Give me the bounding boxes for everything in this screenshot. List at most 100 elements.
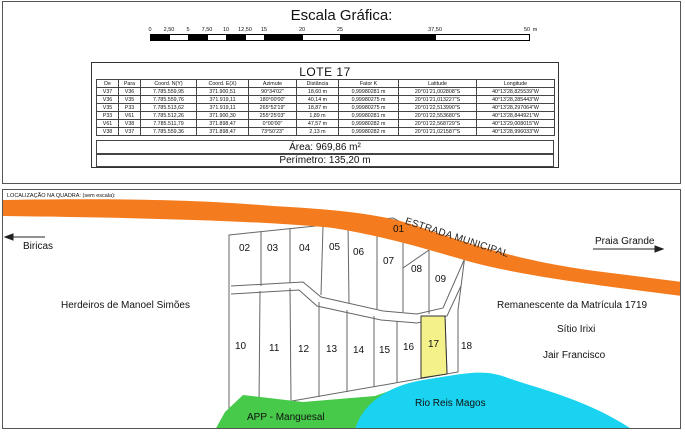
table-cell: 90°34'02" [248, 87, 297, 96]
table-cell: 2,13 m [296, 127, 339, 136]
table-header-row: De Para Coord. N(Y) Coord. E(X) Azimute … [96, 79, 555, 88]
scale-and-table-panel: Escala Gráfica: 0 2,50 5 7,50 10 12,50 1… [2, 1, 681, 184]
table-cell: V61 [118, 111, 141, 120]
lot-label: 09 [435, 274, 447, 285]
lot-table-box: LOTE 17 De Para Coord. N(Y) Coord. E(X) … [91, 62, 559, 168]
river-area [355, 372, 630, 428]
table-cell: 20°01'22,513990"S [398, 103, 477, 112]
table-cell: 40°13'28,844921"W [476, 111, 555, 120]
table-cell: 7.785.559,76 [140, 95, 197, 104]
scale-tick: 10 [222, 27, 230, 33]
lot-label: 03 [267, 243, 279, 254]
table-cell: 0,99980282 m [338, 127, 399, 136]
table-cell: V61 [96, 119, 119, 128]
table-cell: 40°13'29,008015"W [476, 119, 555, 128]
table-cell: 47,57 m [296, 119, 339, 128]
table-cell: 0,99980282 m [338, 119, 399, 128]
east-destination-label: Praia Grande [595, 236, 655, 247]
table-cell: 0°00'00" [248, 119, 297, 128]
table-cell: 0,99980281 m [338, 111, 399, 120]
col-header: Coord. N(Y) [140, 79, 197, 88]
neighbor-remnant-label: Remanescente da Matrícula 1719 [497, 300, 648, 311]
table-cell: 20°01'21,002808"S [398, 87, 477, 96]
table-cell: 7.785.559,36 [140, 127, 197, 136]
table-cell: 180°00'00" [248, 95, 297, 104]
table-cell: V38 [118, 119, 141, 128]
table-cell: V38 [96, 127, 119, 136]
table-cell: 18,60 m [296, 87, 339, 96]
app-area [216, 386, 403, 428]
municipal-road [3, 199, 680, 296]
table-cell: 371.919,11 [196, 95, 249, 104]
table-cell: 73°50'23" [248, 127, 297, 136]
table-cell: 0,99980275 m [338, 103, 399, 112]
table-cell: 18,87 m [296, 103, 339, 112]
lot-boundaries [228, 217, 466, 413]
lot-label: 14 [353, 345, 365, 356]
table-cell: 1,89 m [296, 111, 339, 120]
table-cell: 371.898,47 [196, 127, 249, 136]
scale-title: Escala Gráfica: [290, 7, 393, 24]
lot-label: 12 [298, 344, 310, 355]
river-label: Rio Reis Magos [415, 398, 486, 409]
lot-label: 04 [299, 243, 311, 254]
lot-title: LOTE 17 [299, 65, 351, 79]
lot-label: 11 [269, 343, 280, 354]
neighbor-sitio-label: Sítio Irixi [557, 324, 596, 335]
scale-tick: 15 [260, 27, 268, 33]
lot-label: 08 [411, 264, 423, 275]
scale-unit: m [532, 27, 538, 33]
col-header: Coord. E(X) [196, 79, 249, 88]
scale-tick: 12,50 [238, 27, 252, 33]
lot-label: 06 [353, 247, 365, 258]
lot-label: 01 [393, 224, 405, 235]
table-cell: 7.785.513,62 [140, 103, 197, 112]
table-cell: 40,14 m [296, 95, 339, 104]
table-cell: 7.785.511,79 [140, 119, 197, 128]
table-cell: 20°01'22,553680"S [398, 111, 477, 120]
scale-tick: 37,50 [428, 27, 442, 33]
table-cell: V35 [96, 103, 119, 112]
table-cell: 371.898,47 [196, 119, 249, 128]
scale-tick: 50 [523, 27, 531, 33]
col-header: Distância [296, 79, 339, 88]
app-label: APP - Manguesal [247, 412, 325, 423]
location-map-panel: LOCALIZAÇÃO NA QUADRA: (sem escala): EST… [2, 189, 681, 429]
table-cell: P33 [118, 103, 141, 112]
scale-tick: 2,50 [163, 27, 175, 33]
col-header: Para [118, 79, 141, 88]
table-cell: V36 [96, 95, 119, 104]
table-cell: 40°13'28,285443"W [476, 95, 555, 104]
lot-label: 02 [239, 243, 251, 254]
table-cell: 255°25'03" [248, 111, 297, 120]
area-value: Área: 969,86 m² [96, 140, 554, 154]
arrow-icon [3, 233, 665, 253]
west-destination-label: Biricas [23, 241, 54, 252]
table-cell: 0,99980281 m [338, 87, 399, 96]
location-title: LOCALIZAÇÃO NA QUADRA: (sem escala): [7, 193, 116, 199]
table-cell: 40°13'28,297064"W [476, 103, 555, 112]
neighbor-jair-label: Jair Francisco [543, 350, 606, 361]
coordinates-table: De Para Coord. N(Y) Coord. E(X) Azimute … [96, 79, 555, 136]
table-cell: 265°52'19" [248, 103, 297, 112]
table-cell: 7.785.512,26 [140, 111, 197, 120]
lot-label-highlight: 17 [428, 339, 440, 350]
table-cell: V37 [96, 87, 119, 96]
table-cell: 7.785.559,95 [140, 87, 197, 96]
scale-tick: 5 [186, 27, 190, 33]
table-cell: 40°13'28,825539"W [476, 87, 555, 96]
lot-label: 16 [403, 342, 415, 353]
lot-label: 13 [326, 344, 338, 355]
table-cell: 371.919,11 [196, 103, 249, 112]
highlight-lot-17 [420, 315, 448, 379]
perimeter-value: Perímetro: 135,20 m [96, 154, 554, 167]
table-cell: V36 [118, 87, 141, 96]
table-cell: 20°01'22,568729"S [398, 119, 477, 128]
col-header: Latitude [398, 79, 477, 88]
